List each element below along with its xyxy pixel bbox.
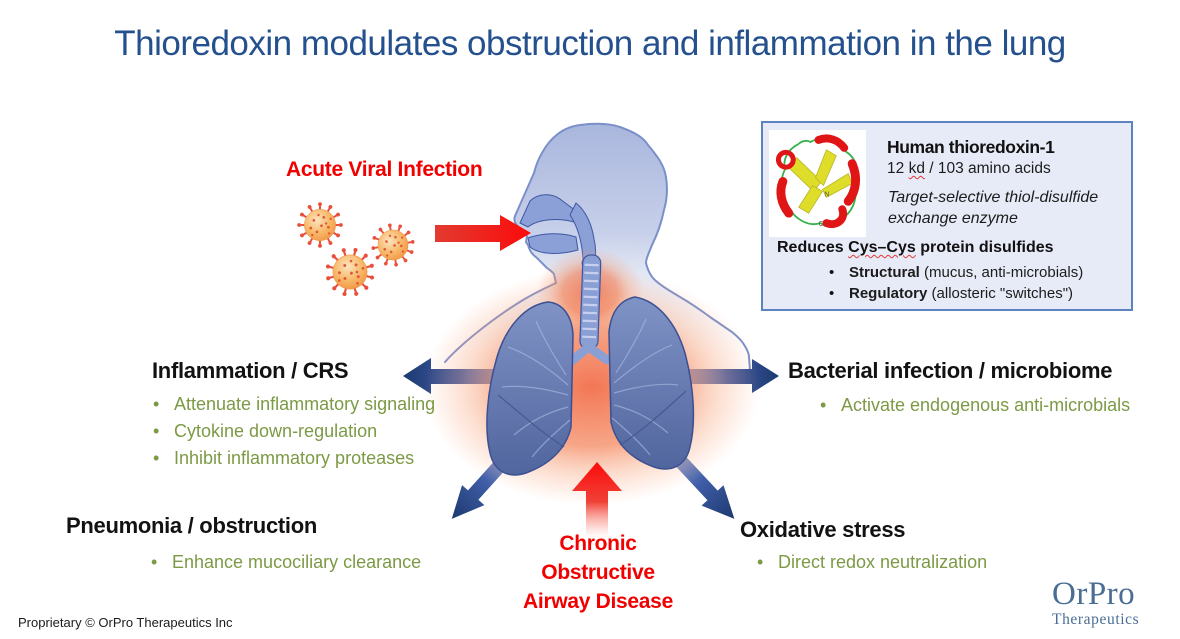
copd-label: Chronic Obstructive Airway Disease [523,532,673,613]
acute-viral-infection-label: Acute Viral Infection [286,158,483,181]
section-bacterial-heading: Bacterial infection / microbiome [788,358,1113,383]
svg-text:C: C [818,221,823,228]
bullet-item: Inhibit inflammatory proteases [148,445,435,472]
right-lung [608,296,695,470]
orpro-logo: OrPro Therapeutics [1052,578,1139,628]
info-box-reduces-heading: Reduces Cys–Cys protein disulfides [777,239,1054,256]
pneumonia-bullets: Enhance mucociliary clearance [146,549,421,576]
bullet-item: Direct redox neutralization [752,549,987,576]
logo-name: OrPro [1052,576,1136,612]
oxidative-bullets: Direct redox neutralization [752,549,987,576]
virus-icon [297,202,343,248]
bullet-item: Enhance mucociliary clearance [146,549,421,576]
inflammation-bullets: Attenuate inflammatory signaling Cytokin… [148,391,435,472]
info-box-description: Target-selective thiol-disulfide exchang… [888,189,1099,227]
section-pneumonia-heading: Pneumonia / obstruction [66,513,317,538]
protein-structure-image: N C [769,130,866,237]
bacterial-bullets: Activate endogenous anti-microbials [815,392,1130,419]
copd-arrow-icon [572,462,622,542]
left-lung [486,301,574,476]
info-box-bullets: Structural (mucus, anti-microbials) Regu… [829,263,1083,305]
info-box-bullet: Structural (mucus, anti-microbials) [829,263,1083,284]
bullet-item: Activate endogenous anti-microbials [815,392,1130,419]
info-box-mass: 12 kd / 103 amino acids [887,160,1051,177]
thioredoxin-info-box: N C Human thioredoxin-1 12 kd / 103 amin… [761,121,1133,311]
slide-title: Thioredoxin modulates obstruction and in… [114,24,1066,63]
svg-text:N: N [824,191,829,198]
info-box-bullet: Regulatory (allosteric "switches") [829,284,1083,305]
info-box-title: Human thioredoxin-1 [887,137,1055,157]
virus-icon [325,247,375,297]
footer-proprietary: Proprietary © OrPro Therapeutics Inc [18,615,233,630]
respiratory-figure [403,122,779,542]
logo-sub: Therapeutics [1052,611,1140,628]
bullet-item: Cytokine down-regulation [148,418,435,445]
section-oxidative-heading: Oxidative stress [740,517,906,542]
section-inflammation-heading: Inflammation / CRS [152,358,349,383]
infection-arrow-icon [435,215,531,251]
bullet-item: Attenuate inflammatory signaling [148,391,435,418]
trachea [567,254,611,365]
